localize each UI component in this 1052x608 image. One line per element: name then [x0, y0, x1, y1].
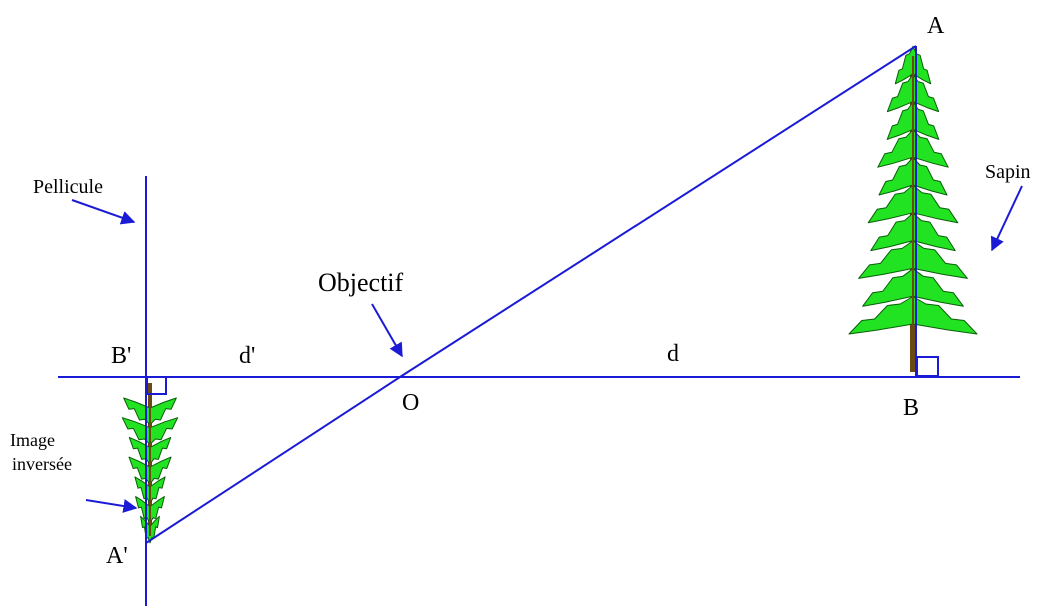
image-inversee-label: Image inversée	[10, 428, 72, 476]
sapin-arrow	[991, 185, 1023, 252]
distance-d-prime-label: d'	[239, 343, 256, 369]
image-label-line1: Image	[10, 430, 55, 450]
ray-o-a-prime	[145, 376, 401, 544]
ray-a-o	[399, 45, 917, 378]
point-o-label: O	[402, 390, 420, 416]
right-angle-marker-b-prime	[146, 376, 167, 395]
distance-d-label: d	[667, 341, 679, 367]
pellicule-arrow	[71, 199, 136, 225]
image-label-line2: inversée	[12, 454, 72, 474]
point-a-prime-label: A'	[106, 543, 128, 569]
sapin-label: Sapin	[985, 161, 1031, 183]
inverted-image-tree	[121, 383, 179, 544]
point-a-label: A	[927, 13, 945, 39]
inverted-tree-group	[121, 383, 179, 544]
objectif-arrow	[371, 303, 403, 358]
image-arrow	[85, 499, 138, 513]
sapin-tree	[848, 45, 978, 372]
point-b-label: B	[903, 395, 920, 421]
right-angle-marker-b	[916, 356, 939, 377]
point-b-prime-label: B'	[111, 343, 132, 369]
objectif-label: Objectif	[318, 268, 404, 297]
pellicule-label: Pellicule	[33, 176, 103, 198]
